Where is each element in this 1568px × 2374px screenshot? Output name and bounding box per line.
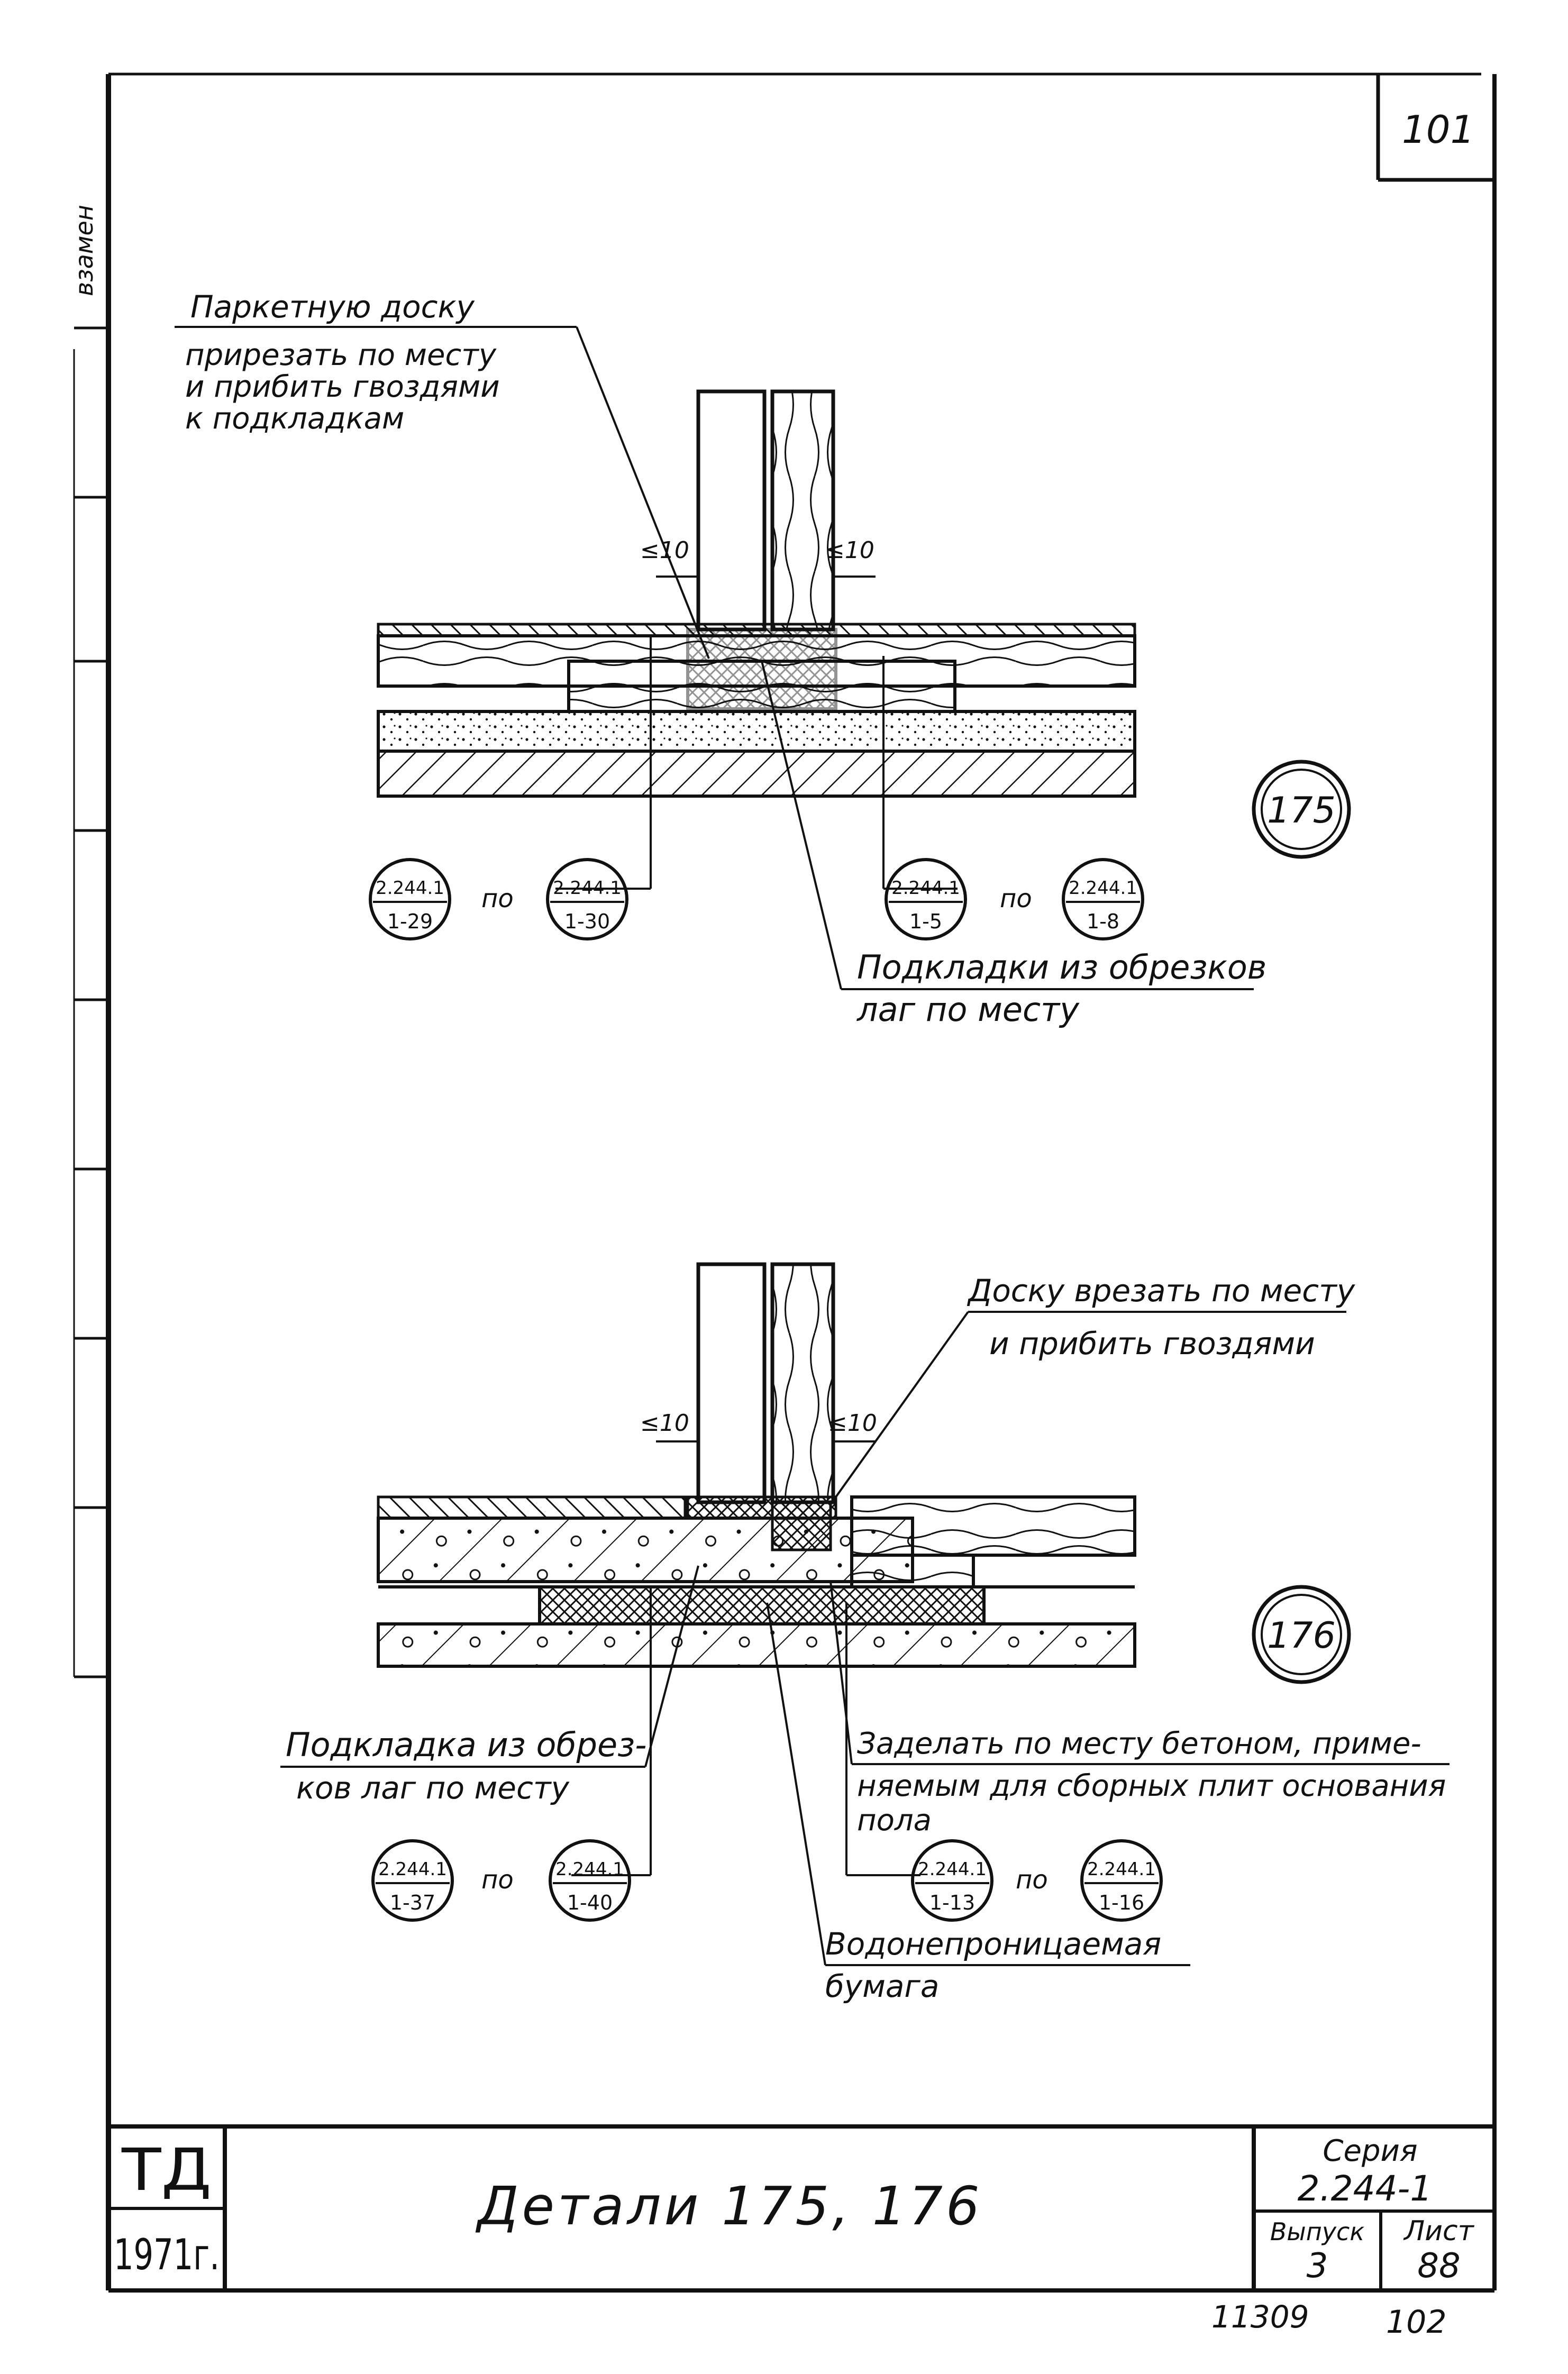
svg-text:2.244.1: 2.244.1: [376, 878, 444, 899]
svg-text:176: 176: [1267, 1615, 1336, 1657]
gap-left-175: ≤10: [640, 537, 689, 564]
note-pad-line1: Подкладка из обрез-: [286, 1725, 646, 1764]
svg-text:1-16: 1-16: [1099, 1891, 1144, 1914]
sheet-corner-number: 101: [1402, 107, 1474, 152]
svg-text:1-8: 1-8: [1087, 910, 1119, 933]
ref-175-1-30: 2.244.1 1-30: [546, 858, 628, 941]
ref-175-right-by: по: [1000, 884, 1032, 914]
gap-right-175: ≤10: [825, 537, 874, 564]
svg-text:1-29: 1-29: [387, 910, 433, 933]
svg-text:2.244.1: 2.244.1: [553, 878, 622, 899]
org-mark: ТД: [121, 2136, 212, 2204]
svg-text:1-13: 1-13: [929, 1891, 975, 1914]
note-concrete-line2: няемым для сборных плит основания: [857, 1769, 1446, 1803]
ref-176-1-40: 2.244.1 1-40: [549, 1839, 631, 1922]
svg-text:2.244.1: 2.244.1: [918, 1859, 987, 1880]
gap-left-176: ≤10: [640, 1410, 689, 1437]
ref-176-1-16: 2.244.1 1-16: [1080, 1839, 1163, 1922]
note-concrete-line1: Заделать по месту бетоном, приме-: [857, 1727, 1421, 1761]
ref-175-1-8: 2.244.1 1-8: [1062, 858, 1144, 941]
svg-text:2.244.1: 2.244.1: [378, 1859, 447, 1880]
title-block: [108, 2124, 1494, 2290]
issue-label: Выпуск: [1270, 2217, 1364, 2246]
drawing-title: Детали 175, 176: [475, 2175, 982, 2237]
note-pads-line2: лаг по месту: [856, 990, 1080, 1029]
svg-text:1-40: 1-40: [567, 1891, 613, 1914]
note-concrete-line3: пола: [857, 1803, 932, 1838]
note-board-line1: Доску врезать по месту: [967, 1273, 1355, 1309]
note-parquet-line3: и прибить гвоздями: [185, 370, 500, 404]
svg-text:1-37: 1-37: [390, 1891, 435, 1914]
note-board-line2: и прибить гвоздями: [989, 1326, 1315, 1362]
detail-176-leaders: [280, 1311, 1450, 1966]
ref-176-right-by: по: [1016, 1865, 1048, 1895]
ref-176-1-37: 2.244.1 1-37: [371, 1839, 454, 1922]
svg-text:2.244.1: 2.244.1: [1087, 1859, 1156, 1880]
detail-175-leaders: [175, 326, 1254, 990]
note-parquet-line4: к подкладкам: [185, 401, 404, 436]
svg-text:2.244.1: 2.244.1: [891, 878, 960, 899]
note-pads-line1: Подкладки из обрезков: [857, 948, 1266, 987]
svg-text:1-30: 1-30: [564, 910, 610, 933]
note-paper-line2: бумага: [825, 1968, 939, 2004]
detail-175-annotations: Паркетную доску прирезать по месту и при…: [185, 289, 1266, 1029]
note-pad-line2: ков лаг по месту: [296, 1770, 570, 1806]
footer-code: 11309: [1211, 2299, 1309, 2335]
footer-page: 102: [1386, 2304, 1447, 2341]
detail-175-section: [377, 389, 1136, 798]
svg-text:175: 175: [1267, 790, 1336, 832]
note-parquet-line2: прирезать по месту: [185, 338, 497, 372]
ref-175-left-by: по: [481, 884, 514, 914]
year: 1971г.: [114, 2230, 220, 2279]
detail-175-marker: 175: [1252, 760, 1351, 859]
detail-176-annotations: Доску врезать по месту и прибить гвоздям…: [286, 1273, 1446, 2004]
note-parquet-line1: Паркетную доску: [190, 289, 475, 325]
ref-175-1-5: 2.244.1 1-5: [885, 858, 967, 941]
svg-text:2.244.1: 2.244.1: [555, 1859, 624, 1880]
note-paper-line1: Водонепроницаемая: [825, 1926, 1161, 1962]
ref-175-1-29: 2.244.1 1-29: [369, 858, 451, 941]
sheet-value: 88: [1417, 2247, 1460, 2286]
ref-176-1-13: 2.244.1 1-13: [911, 1839, 993, 1922]
ref-176-left-by: по: [481, 1865, 514, 1895]
gap-right-176: ≤10: [828, 1410, 877, 1437]
issue-value: 3: [1307, 2247, 1328, 2286]
svg-text:2.244.1: 2.244.1: [1069, 878, 1137, 899]
sheet-frame: [73, 72, 1497, 2293]
side-stamp: взамен: [70, 205, 98, 296]
sheet-label: Лист: [1403, 2215, 1474, 2247]
detail-176-marker: 176: [1252, 1585, 1351, 1684]
series-value: 2.244-1: [1298, 2168, 1433, 2209]
series-label: Серия: [1323, 2134, 1417, 2168]
svg-text:1-5: 1-5: [909, 910, 942, 933]
detail-176-section: [377, 1262, 1136, 1668]
